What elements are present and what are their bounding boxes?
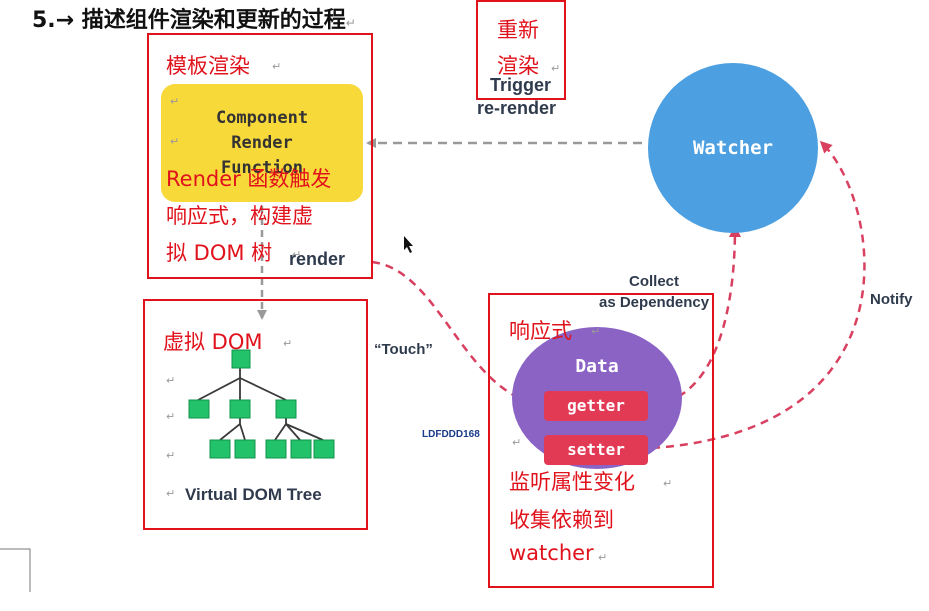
- dependency-label: as Dependency: [599, 294, 710, 311]
- rerender-line2: 渲染: [497, 54, 539, 78]
- return-mark: ↵: [663, 477, 673, 490]
- collect-arrow: [651, 225, 741, 407]
- vdom-heading: 虚拟 DOM: [163, 330, 263, 354]
- return-mark: ↵: [272, 60, 282, 73]
- reactive-box: [488, 293, 714, 588]
- return-mark: ↵: [166, 449, 176, 462]
- return-mark: ↵: [551, 62, 561, 75]
- getter-pill: getter: [544, 391, 648, 421]
- rerender-box: [476, 0, 566, 100]
- reactive-note-line3: watcher: [509, 541, 594, 565]
- return-mark: ↵: [283, 337, 293, 350]
- template-note-line2: 响应式，构建虚: [166, 204, 313, 228]
- template-heading: 模板渲染: [166, 54, 250, 78]
- return-mark: ↵: [591, 325, 601, 338]
- mouse-cursor-icon: [404, 236, 413, 253]
- data-label: Data: [575, 356, 619, 377]
- trigger-label: Trigger: [490, 75, 552, 95]
- vdom-nodes: [188, 349, 335, 459]
- return-mark: ↵: [166, 374, 176, 387]
- vdom-box: [143, 299, 368, 530]
- return-mark: ↵: [166, 410, 176, 423]
- component-render-function: Component Render Function: [161, 84, 363, 202]
- watermark-text: LDFDDD168: [422, 429, 480, 440]
- return-mark: ↵: [512, 436, 522, 449]
- reactive-heading: 响应式: [509, 319, 572, 343]
- return-mark: ↵: [170, 135, 180, 148]
- reactive-note-line1: 监听属性变化: [509, 470, 635, 494]
- notify-arrow: [651, 140, 866, 450]
- return-mark: ↵: [170, 95, 180, 108]
- page-title: 5.→ 描述组件渲染和更新的过程↵: [32, 8, 356, 33]
- vdom-caption: Virtual DOM Tree: [185, 485, 322, 504]
- render-label: render: [289, 249, 346, 269]
- watcher-node: Watcher: [648, 63, 818, 233]
- rerender-label: re-render: [477, 98, 557, 118]
- rerender-line1: 重新: [497, 18, 539, 42]
- vdom-tree-graphic: [197, 368, 324, 441]
- notify-label: Notify: [870, 291, 913, 308]
- template-note-line1: Render 函数触发: [166, 167, 332, 191]
- collect-label: Collect: [629, 273, 680, 290]
- setter-pill: setter: [544, 435, 648, 465]
- return-mark: ↵: [598, 551, 608, 564]
- page-corner: [0, 548, 31, 592]
- touch-label: “Touch”: [374, 341, 433, 358]
- return-mark: ↵: [166, 487, 176, 500]
- template-note-line3: 拟 DOM 树: [166, 241, 273, 265]
- return-mark: ↵: [292, 248, 302, 261]
- template-render-box: [147, 33, 373, 279]
- reactive-note-line2: 收集依赖到: [509, 508, 614, 532]
